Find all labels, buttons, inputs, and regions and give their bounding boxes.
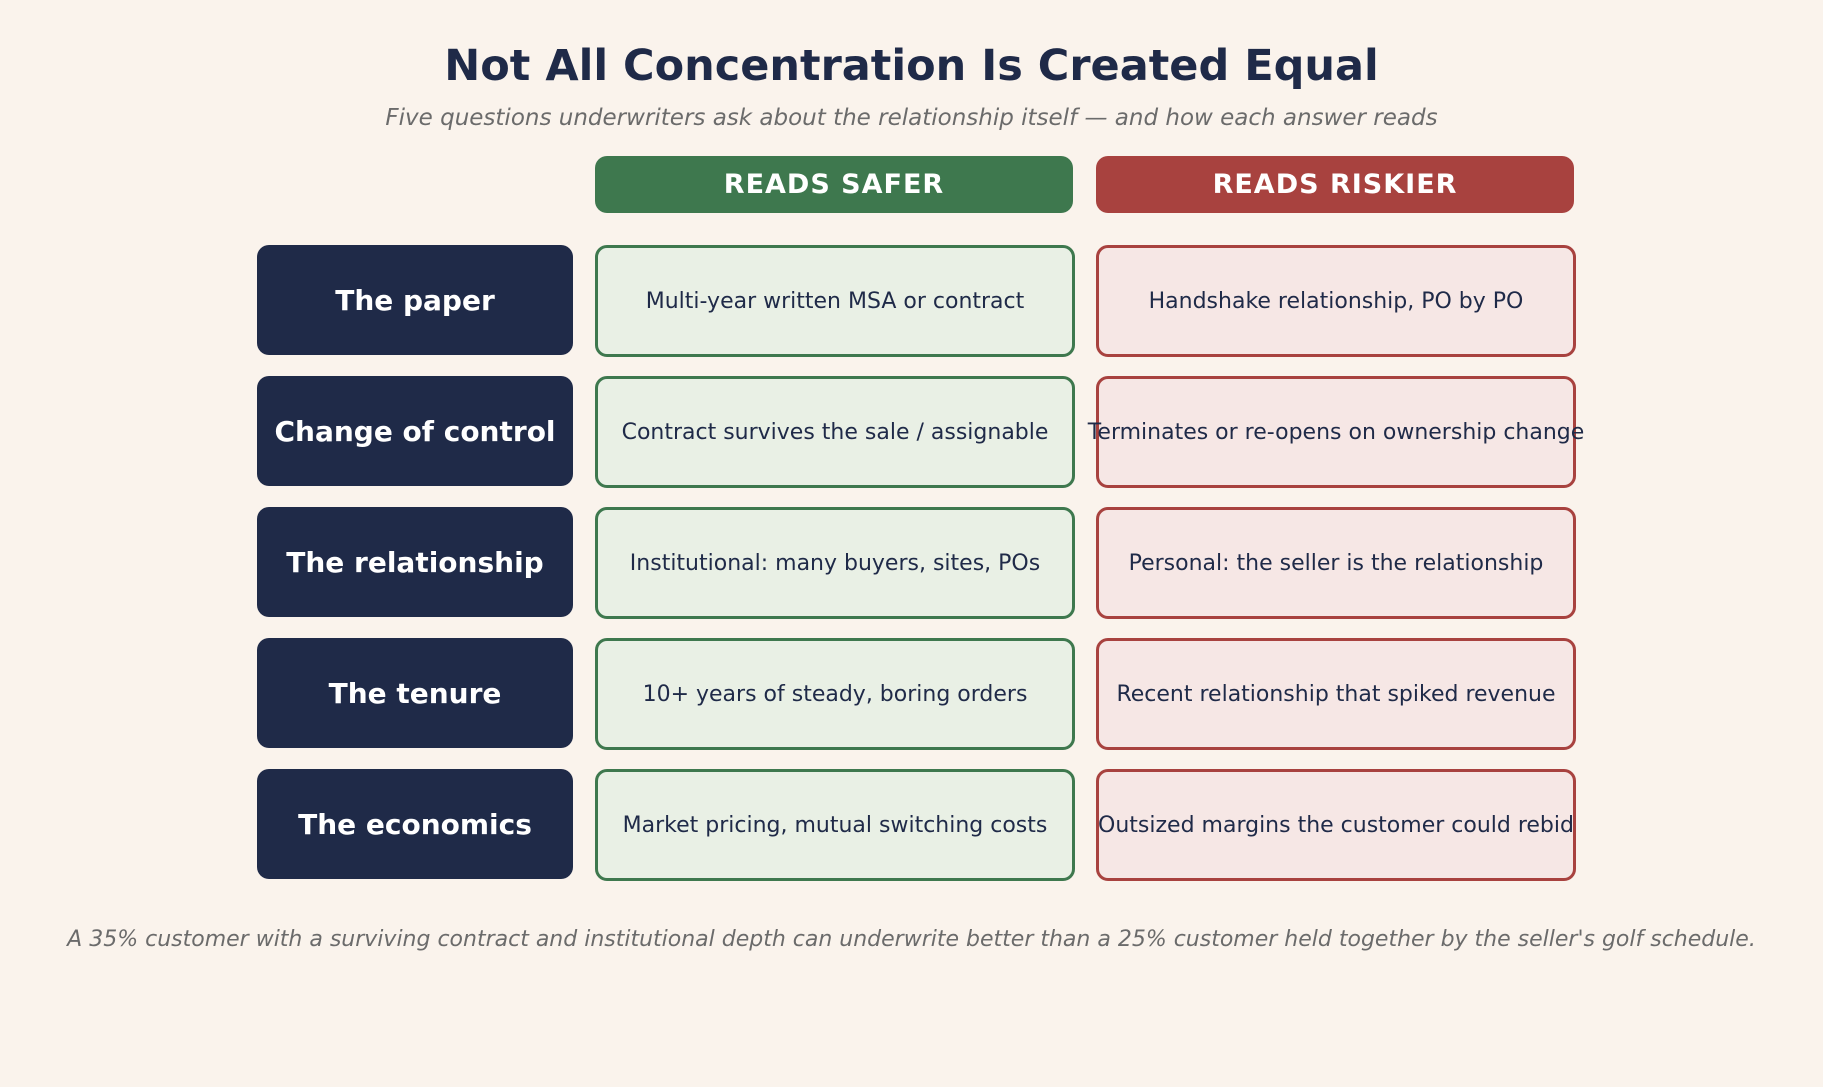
safer-cell-tenure: 10+ years of steady, boring orders	[595, 638, 1075, 750]
safer-cell-change-of-control: Contract survives the sale / assignable	[595, 376, 1075, 488]
row-label-paper: The paper	[257, 245, 573, 355]
safer-cell-economics: Market pricing, mutual switching costs	[595, 769, 1075, 881]
riskier-cell-change-of-control: Terminates or re-opens on ownership chan…	[1088, 376, 1584, 488]
column-header-safer: READS SAFER	[595, 156, 1073, 213]
footer-note: A 35% customer with a surviving contract…	[67, 927, 1756, 952]
safer-cell-paper: Multi-year written MSA or contract	[595, 245, 1075, 357]
riskier-cell-relationship: Personal: the seller is the relationship	[1096, 507, 1576, 619]
page-subtitle: Five questions underwriters ask about th…	[385, 105, 1438, 131]
row-label-change-of-control: Change of control	[257, 376, 573, 486]
row-label-tenure: The tenure	[257, 638, 573, 748]
row-label-economics: The economics	[257, 769, 573, 879]
safer-cell-relationship: Institutional: many buyers, sites, POs	[595, 507, 1075, 619]
column-header-riskier: READS RISKIER	[1096, 156, 1574, 213]
page-title: Not All Concentration Is Created Equal	[444, 41, 1379, 91]
riskier-cell-economics: Outsized margins the customer could rebi…	[1096, 769, 1576, 881]
riskier-cell-tenure: Recent relationship that spiked revenue	[1096, 638, 1576, 750]
riskier-cell-paper: Handshake relationship, PO by PO	[1096, 245, 1576, 357]
row-label-relationship: The relationship	[257, 507, 573, 617]
